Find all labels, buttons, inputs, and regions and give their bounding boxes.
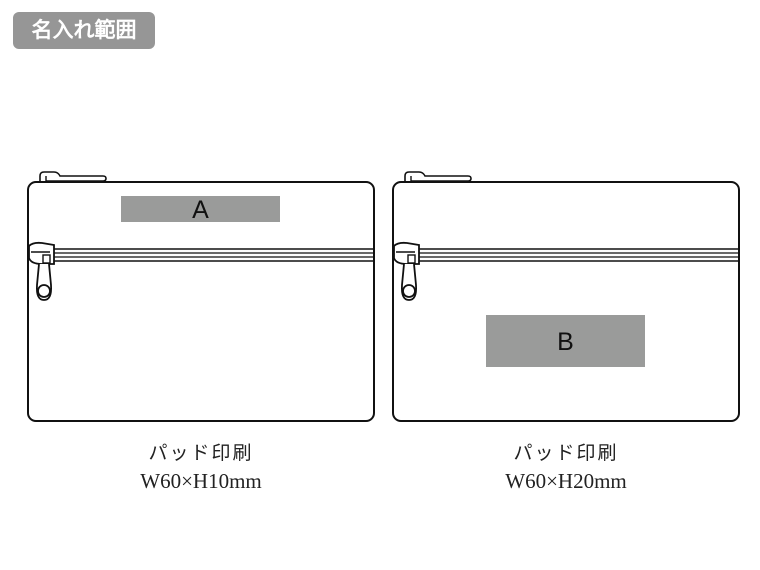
- print-size-a: W60×H10mm: [140, 469, 262, 493]
- print-size-b: W60×H20mm: [505, 469, 627, 493]
- caption-b: パッド印刷 W60×H20mm: [436, 440, 696, 496]
- print-range-badge: 名入れ範囲: [13, 12, 155, 49]
- caption-a: パッド印刷 W60×H10mm: [71, 440, 331, 496]
- print-method-a: パッド印刷: [148, 442, 254, 464]
- print-method-b: パッド印刷: [513, 442, 619, 464]
- pouch-outline-icon: [27, 171, 375, 422]
- pouch-outline-icon: [392, 171, 740, 422]
- print-area-a: A: [121, 196, 280, 224]
- print-area-b: B: [486, 315, 645, 367]
